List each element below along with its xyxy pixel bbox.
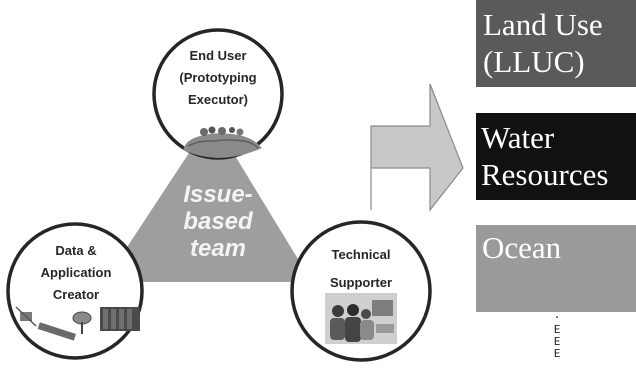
domain-label-line: Land Use — [483, 7, 603, 42]
issue-team-label-line: based — [183, 208, 253, 235]
domain-land-use-label: Land Use (LLUC) — [483, 6, 603, 80]
more-indicator-glyph: E — [553, 323, 561, 336]
domain-box-land-use — [476, 0, 636, 87]
domain-ocean-label: Ocean — [482, 229, 561, 266]
landscape-image — [183, 126, 262, 158]
domain-water-resources-label: Water Resources — [481, 119, 608, 193]
end-user-label-line: End User — [189, 48, 247, 63]
domain-label-line: (LLUC) — [483, 44, 585, 79]
technical-supporter-label-line: Technical — [331, 247, 391, 262]
domain-label-line: Water — [481, 120, 555, 155]
more-indicator-glyph: E — [553, 335, 561, 348]
more-indicator-glyph: E — [553, 347, 561, 360]
issue-team-label-line: team — [189, 235, 247, 262]
people-at-computer-image — [325, 293, 397, 344]
domain-box-water-resources — [476, 113, 636, 200]
domain-label-line: Ocean — [482, 230, 562, 265]
data-creator-label-line: Application — [40, 265, 112, 280]
technical-supporter-label: Technical Supporter — [308, 241, 414, 297]
flow-arrow — [370, 83, 464, 212]
domain-label-line: Resources — [481, 157, 609, 192]
issue-team-label: Issue- based team — [168, 181, 268, 262]
end-user-label-line: Executor) — [188, 92, 248, 107]
issue-team-triangle — [104, 118, 312, 282]
end-user-label: End User (Prototyping Executor) — [163, 45, 273, 111]
end-user-label-line: (Prototyping — [179, 70, 257, 85]
more-indicator-glyph: · — [553, 311, 561, 324]
data-creator-label-line: Data & — [55, 243, 97, 258]
data-creator-label-line: Creator — [52, 287, 100, 302]
technical-supporter-label-line: Supporter — [329, 275, 393, 290]
data-creator-label: Data & Application Creator — [20, 240, 132, 306]
domain-box-ocean — [476, 225, 636, 312]
more-domains-indicator: · E E E — [550, 312, 564, 360]
issue-team-label-line: Issue- — [183, 181, 253, 208]
data-hardware-image — [15, 306, 140, 341]
